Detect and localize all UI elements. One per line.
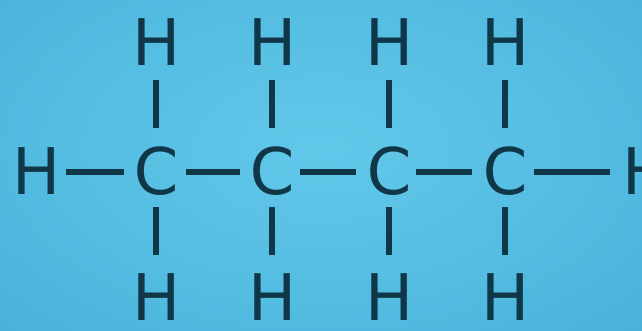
carbon-1: C [134,136,179,210]
hydrogen-right-end: H [622,136,642,210]
hydrogen-bottom-2: H [248,262,296,331]
carbon-4: C [483,136,528,210]
hydrogen-top-1: H [132,7,180,81]
hydrogen-top-4: H [481,7,529,81]
hydrogen-bottom-4: H [481,262,529,331]
carbon-2: C [250,136,295,210]
hydrogen-bottom-1: H [132,262,180,331]
hydrogen-top-3: H [365,7,413,81]
hydrogen-bottom-3: H [365,262,413,331]
hydrogen-top-2: H [248,7,296,81]
hydrogen-left-end: H [12,136,60,210]
carbon-3: C [367,136,412,210]
